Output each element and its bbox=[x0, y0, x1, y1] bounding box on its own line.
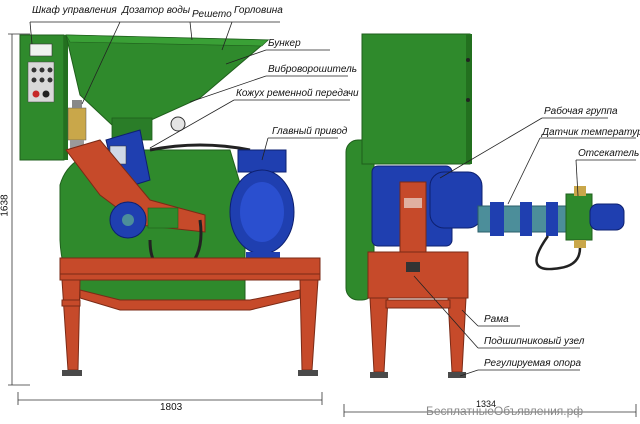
cutter-cable bbox=[535, 235, 582, 271]
frame-logo-plate bbox=[406, 262, 420, 272]
label-bearing-unit: Подшипниковый узел bbox=[484, 336, 585, 347]
label-belt-cover: Кожух ременной передачи bbox=[236, 88, 359, 99]
label-sieve: Решето bbox=[192, 9, 232, 20]
watermark-site: БесплатныеОбъявления.рф bbox=[426, 404, 584, 418]
cabinet-hinge bbox=[466, 98, 470, 102]
dimension-height: 1638 bbox=[0, 194, 11, 217]
height-dimension-line bbox=[8, 33, 30, 386]
label-temp-sensor: Датчик температуры bbox=[542, 127, 640, 138]
label-adjustable-support: Регулируемая опора bbox=[484, 358, 582, 369]
leader-lines bbox=[29, 21, 636, 377]
cutter bbox=[565, 186, 625, 248]
gauge bbox=[170, 116, 186, 132]
extruder-barrel bbox=[477, 202, 569, 236]
label-control-cabinet: Шкаф управления bbox=[32, 5, 117, 16]
label-water-doser: Дозатор воды bbox=[122, 5, 191, 16]
hopper-lid bbox=[65, 34, 269, 47]
belt-tensioner bbox=[147, 207, 179, 229]
water-doser bbox=[67, 100, 87, 150]
right-feet bbox=[370, 372, 466, 378]
label-main-drive: Главный привод bbox=[272, 126, 348, 137]
length-dimension-line bbox=[17, 392, 323, 405]
label-working-group: Рабочая группа bbox=[544, 106, 618, 117]
left-feet bbox=[62, 370, 318, 376]
main-drive-motor bbox=[229, 149, 295, 260]
hose bbox=[149, 143, 251, 152]
working-group bbox=[371, 165, 483, 253]
dimension-length: 1803 bbox=[160, 402, 183, 413]
left-frame bbox=[59, 257, 321, 371]
cabinet-buttons bbox=[27, 61, 55, 103]
cabinet-door bbox=[64, 35, 68, 160]
label-neck: Горловина bbox=[234, 5, 283, 16]
cabinet-lock bbox=[466, 58, 470, 62]
label-frame: Рама bbox=[484, 314, 509, 325]
pulley-hub bbox=[122, 214, 134, 226]
dimension-width: 1334 bbox=[476, 399, 497, 409]
label-cutter: Отсекатель bbox=[578, 148, 640, 159]
cabinet-display bbox=[29, 43, 53, 57]
label-hopper: Бункер bbox=[268, 38, 301, 49]
right-control-cabinet bbox=[361, 33, 471, 165]
hopper bbox=[65, 34, 270, 126]
width-dimension-line bbox=[343, 404, 637, 417]
label-vibro-agitator: Виброворошитель bbox=[268, 64, 357, 75]
